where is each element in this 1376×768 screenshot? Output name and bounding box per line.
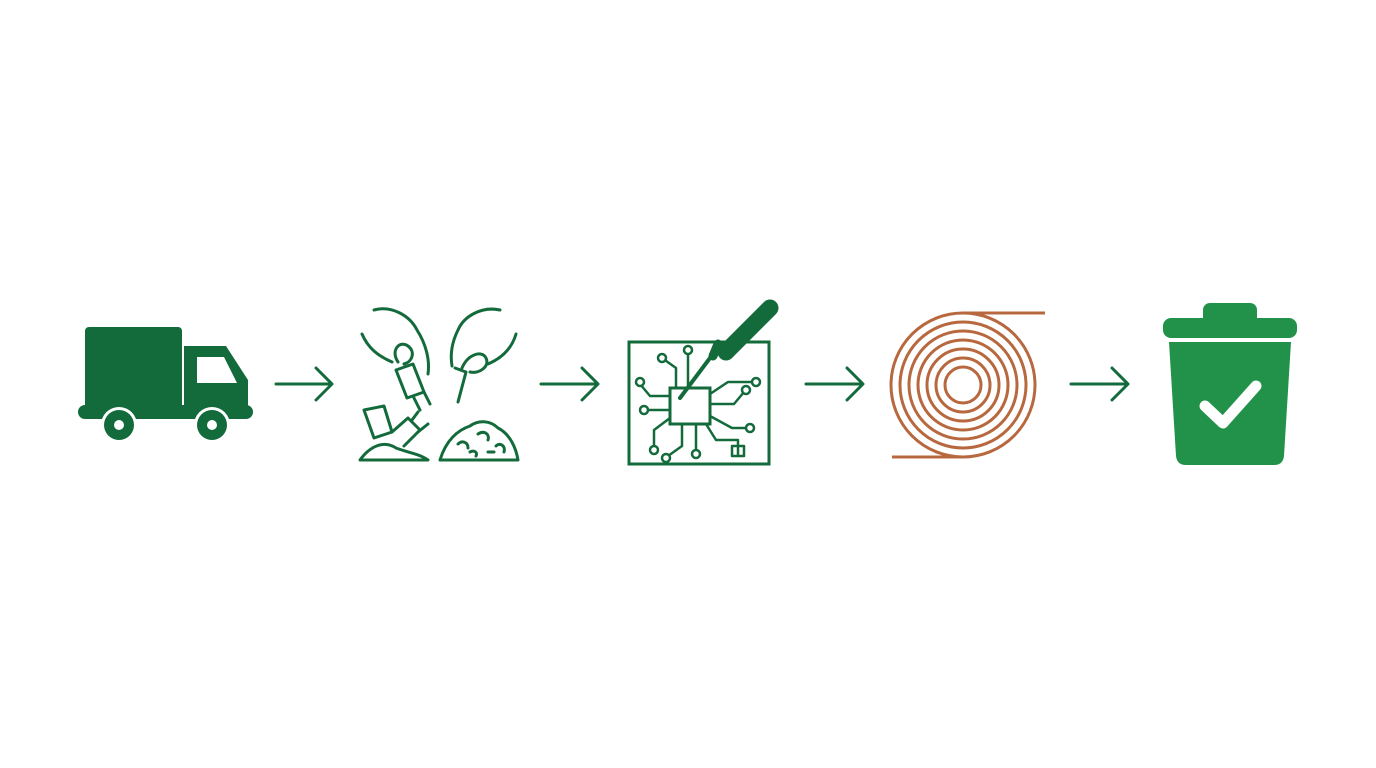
copper-wire-coil-icon <box>889 311 1045 459</box>
trash-bin-checkmark-icon <box>1163 303 1297 465</box>
arrow-right-icon <box>539 366 600 402</box>
arrow-right-icon <box>274 366 334 402</box>
circuit-board-screwdriver-icon <box>627 299 779 466</box>
delivery-truck-icon <box>78 327 253 443</box>
hand-sorting-waste-icon <box>358 307 520 462</box>
arrow-right-icon <box>804 366 865 402</box>
arrow-right-icon <box>1069 366 1130 402</box>
